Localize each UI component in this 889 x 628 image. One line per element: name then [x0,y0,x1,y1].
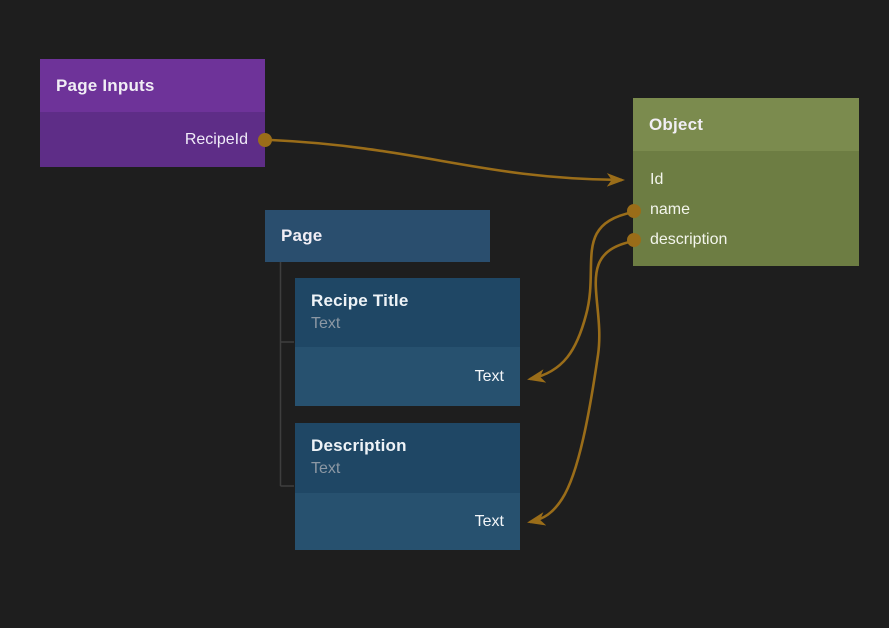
page-inputs-header[interactable]: Page Inputs [40,59,265,112]
object-field-name-label: name [650,201,691,218]
tree-connector [279,262,294,487]
recipe-title-node[interactable]: Recipe Title Text Text [295,278,520,406]
page-inputs-title: Page Inputs [56,75,155,95]
page-inputs-node[interactable]: Page Inputs RecipeId [40,59,265,167]
recipe-title-header[interactable]: Recipe Title Text [295,278,520,347]
page-header[interactable]: Page [265,210,490,262]
description-subtitle: Text [311,460,341,477]
page-title: Page [281,226,323,245]
object-header[interactable]: Object [633,98,859,151]
recipeid-port-dot[interactable] [258,133,272,147]
description-title: Description [311,436,407,455]
recipe-title-title: Recipe Title [311,291,409,310]
recipe-title-text-port[interactable]: Text [295,347,520,406]
object-field-description[interactable]: description [633,225,859,255]
object-description-port-dot[interactable] [627,233,641,247]
recipe-title-text-port-label: Text [474,367,504,385]
object-node[interactable]: Object Id name description [633,98,859,266]
object-field-name[interactable]: name [633,195,859,225]
edge-name-to-recipe-title-text[interactable] [527,210,635,383]
description-header[interactable]: Description Text [295,423,520,493]
object-body: Id name description [633,151,859,266]
recipe-title-subtitle: Text [311,315,341,332]
recipeid-label: RecipeId [184,130,248,148]
description-text-port[interactable]: Text [295,493,520,550]
object-field-id[interactable]: Id [633,165,859,195]
description-node[interactable]: Description Text Text [295,423,520,550]
object-title: Object [649,114,704,134]
object-name-port-dot[interactable] [627,204,641,218]
object-field-id-label: Id [650,171,664,188]
page-node[interactable]: Page [265,210,490,262]
edge-recipeid-to-id[interactable] [270,138,626,187]
recipeid-output-port[interactable]: RecipeId [40,112,265,167]
page-inputs-body: RecipeId [40,112,265,167]
object-field-description-label: description [650,231,728,248]
description-text-port-label: Text [474,512,504,530]
edge-description-to-description-text[interactable] [527,239,635,526]
